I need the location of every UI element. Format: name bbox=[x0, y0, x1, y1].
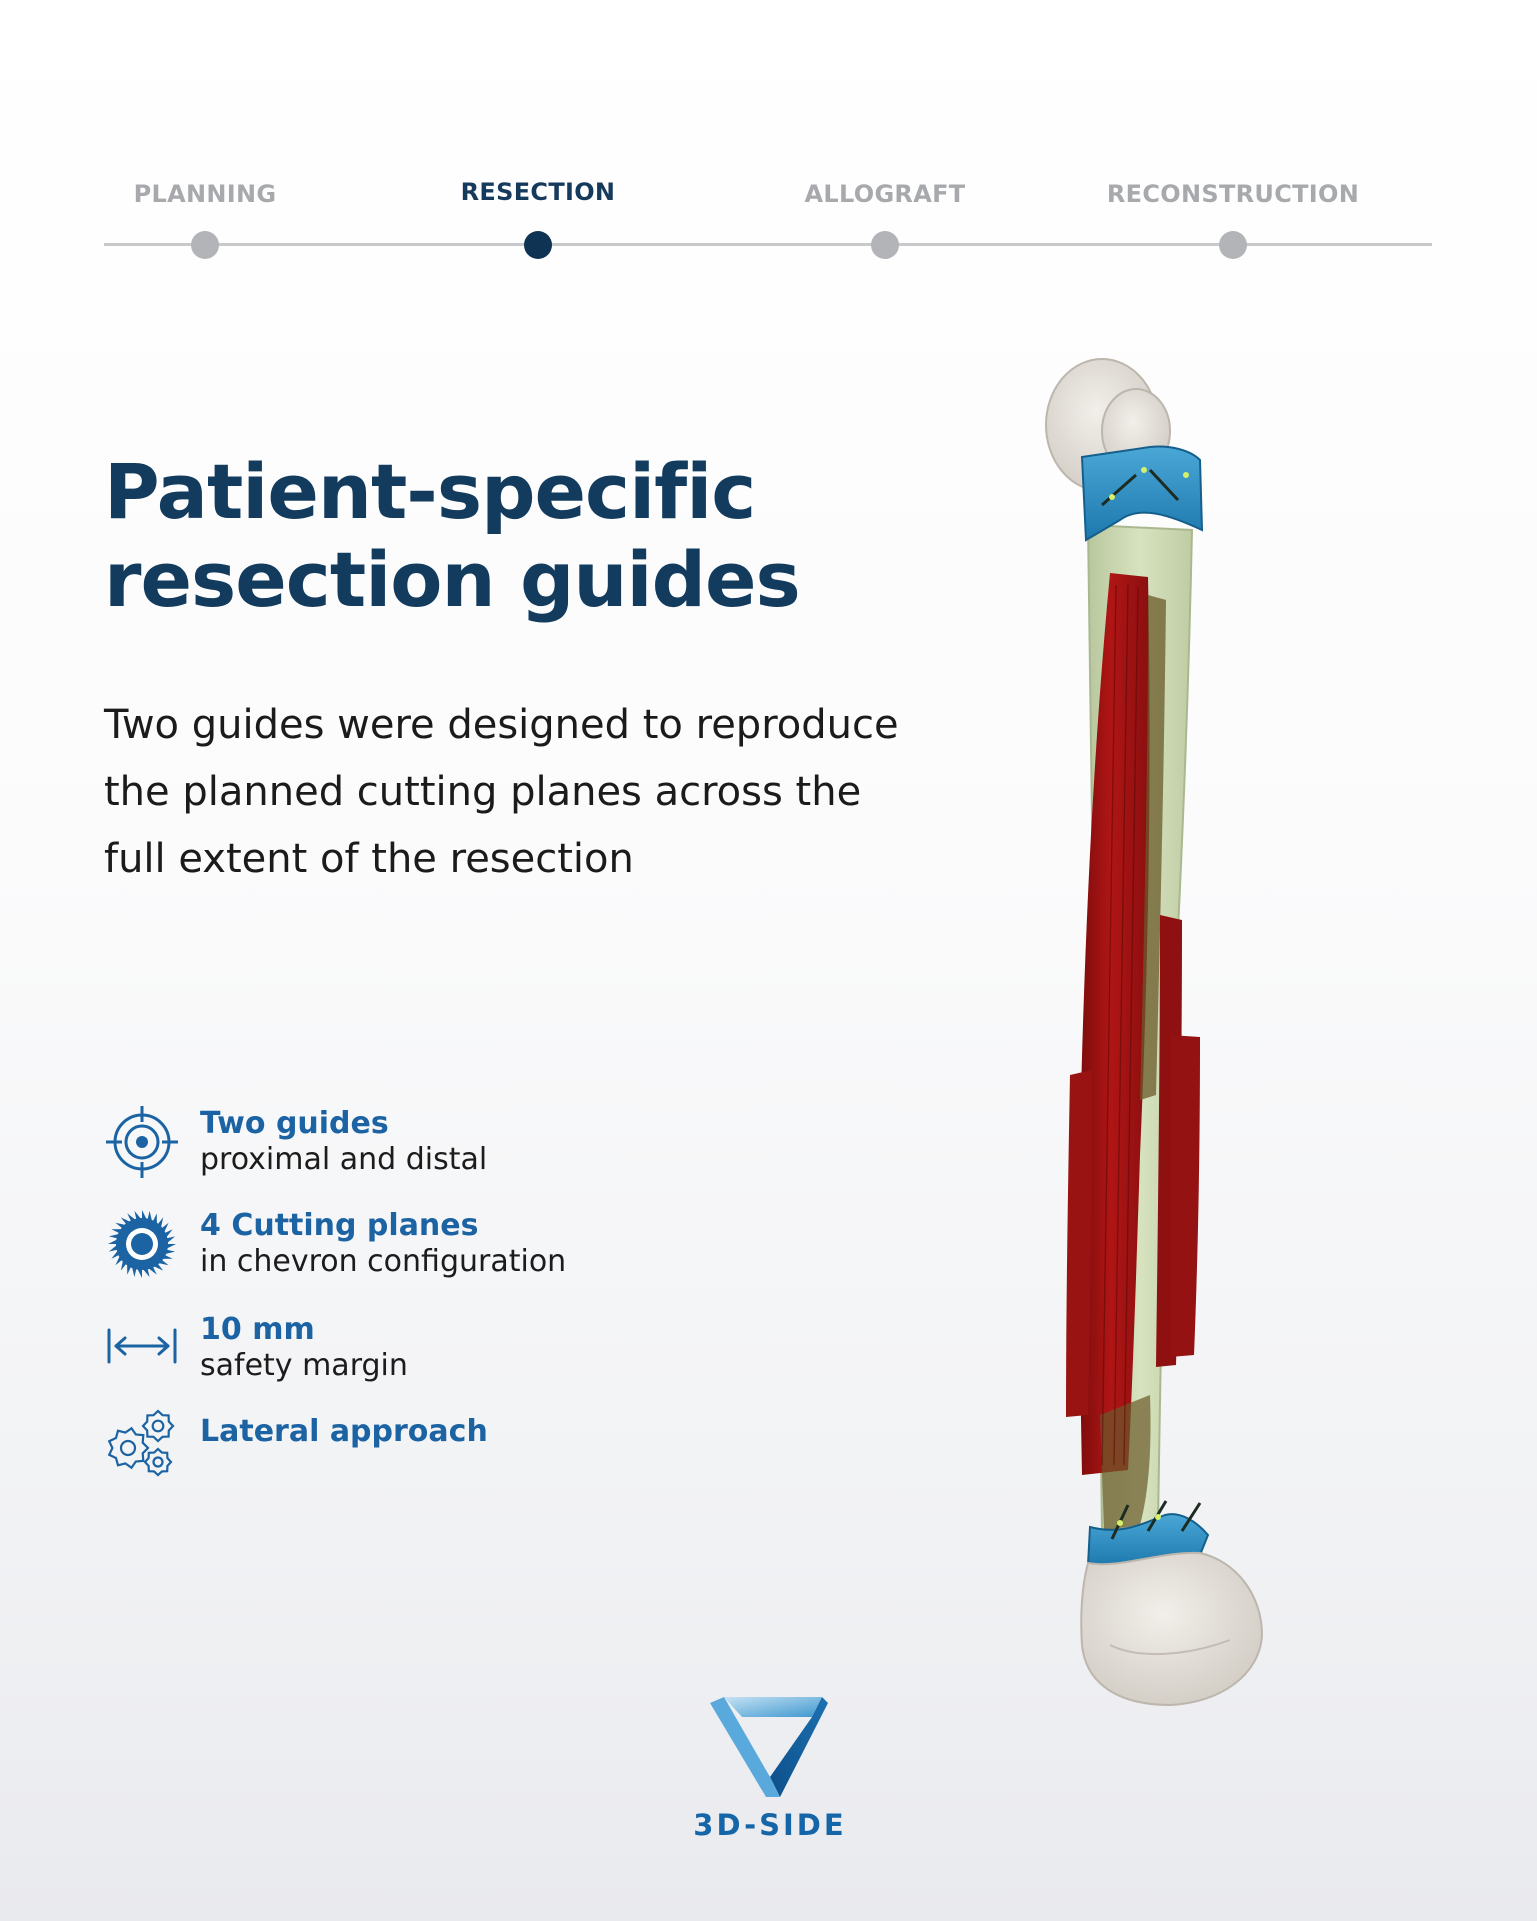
page-title-line-1: Patient-specific bbox=[104, 447, 756, 536]
resection-volume bbox=[1066, 573, 1200, 1530]
description-line-2: the planned cutting planes across the bbox=[104, 769, 862, 815]
step-dot-allograft bbox=[871, 231, 899, 259]
width-arrows-icon bbox=[107, 1328, 177, 1364]
3d-side-logo bbox=[710, 1697, 828, 1797]
proximal-resection-guide bbox=[1080, 445, 1204, 542]
feature-title: Two guides bbox=[200, 1106, 389, 1141]
progress-line bbox=[104, 243, 1432, 246]
feature-subtitle: in chevron configuration bbox=[200, 1244, 567, 1279]
description-line-1: Two guides were designed to reproduce bbox=[104, 702, 899, 748]
step-label-allograft: ALLOGRAFT bbox=[804, 180, 966, 208]
feature-title: 4 Cutting planes bbox=[200, 1208, 479, 1243]
description: Two guides were designed to reproduce th… bbox=[104, 692, 1004, 893]
feature-subtitle: safety margin bbox=[200, 1348, 408, 1383]
progress-steps: PLANNING RESECTION ALLOGRAFT RECONSTRUCT… bbox=[0, 0, 1537, 280]
step-label-resection: RESECTION bbox=[460, 178, 616, 206]
step-label-reconstruction: RECONSTRUCTION bbox=[1106, 180, 1360, 208]
step-dot-planning bbox=[191, 231, 219, 259]
feature-title: Lateral approach bbox=[200, 1414, 488, 1449]
distal-bone-condyles bbox=[1080, 1551, 1264, 1707]
femur-resection-illustration bbox=[1045, 358, 1264, 1707]
step-dot-reconstruction bbox=[1219, 231, 1247, 259]
saw-blade-icon bbox=[108, 1210, 176, 1278]
step-dot-resection bbox=[524, 231, 552, 259]
feature-title: 10 mm bbox=[200, 1312, 315, 1347]
logo-text: 3D-SIDE bbox=[693, 1808, 847, 1842]
step-label-planning: PLANNING bbox=[133, 180, 277, 208]
page-title-line-2: resection guides bbox=[104, 535, 801, 624]
page-title: Patient-specific resection guides bbox=[104, 448, 1004, 624]
target-icon bbox=[106, 1106, 178, 1178]
description-line-3: full extent of the resection bbox=[104, 836, 634, 882]
gears-icon bbox=[107, 1409, 175, 1477]
feature-subtitle: proximal and distal bbox=[200, 1142, 488, 1177]
